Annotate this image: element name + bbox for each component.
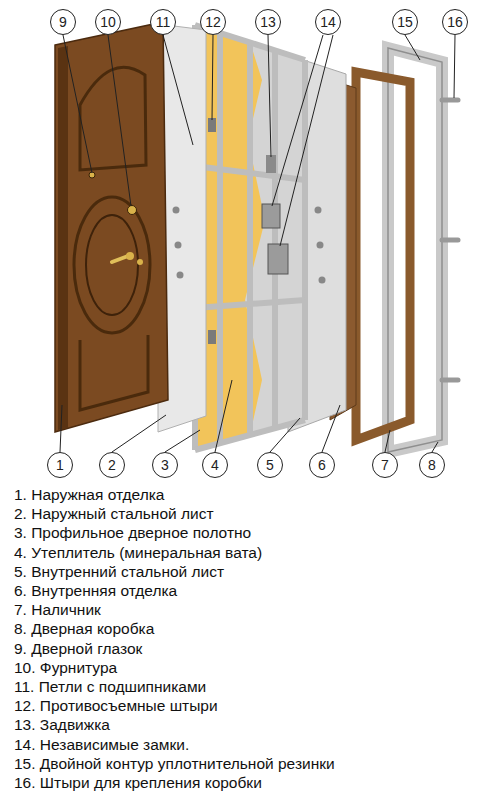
callout-number: 2 bbox=[99, 452, 125, 478]
callout-number: 13 bbox=[255, 9, 281, 35]
callout-text: 10 bbox=[100, 15, 116, 29]
part-label: 14. Независимые замки. bbox=[14, 736, 189, 754]
callout-text: 4 bbox=[211, 458, 219, 472]
lock bbox=[268, 244, 288, 274]
mount-pin bbox=[442, 378, 458, 383]
callout-number: 12 bbox=[200, 9, 226, 35]
callout-text: 9 bbox=[59, 15, 67, 29]
sheet-hole bbox=[315, 207, 322, 214]
part-label: 9. Дверной глазок bbox=[14, 640, 142, 658]
lock bbox=[262, 204, 280, 228]
part-label: 8. Дверная коробка bbox=[14, 620, 154, 638]
trim-frame bbox=[356, 72, 410, 440]
anti-removal-pin bbox=[208, 330, 216, 344]
part-label: 16. Штыри для крепления коробки bbox=[14, 774, 262, 792]
callout-text: 6 bbox=[318, 458, 326, 472]
part-label: 7. Наличник bbox=[14, 601, 101, 619]
callout-number: 6 bbox=[309, 452, 335, 478]
door-panel bbox=[80, 335, 148, 410]
door-panel bbox=[80, 67, 146, 170]
callout-text: 15 bbox=[397, 15, 413, 29]
callout-text: 1 bbox=[56, 458, 64, 472]
keyhole bbox=[137, 259, 143, 265]
callout-number: 5 bbox=[257, 452, 283, 478]
sheet-hole bbox=[175, 242, 182, 249]
callout-number: 3 bbox=[152, 452, 178, 478]
callout-text: 14 bbox=[320, 15, 336, 29]
callout-number: 4 bbox=[202, 452, 228, 478]
profile-sheet bbox=[245, 42, 305, 435]
latch-bolt bbox=[266, 155, 276, 173]
part-label: 2. Наружный стальной лист bbox=[14, 505, 214, 523]
door-panel bbox=[86, 215, 138, 315]
part-label: 11. Петли с подшипниками bbox=[14, 678, 206, 696]
callout-text: 7 bbox=[381, 458, 389, 472]
callout-text: 3 bbox=[161, 458, 169, 472]
part-label: 5. Внутренний стальной лист bbox=[14, 563, 224, 581]
callout-text: 5 bbox=[266, 458, 274, 472]
callout-text: 13 bbox=[260, 15, 276, 29]
keyhole bbox=[128, 206, 137, 215]
outer-finish bbox=[55, 22, 168, 432]
callout-text: 8 bbox=[428, 458, 436, 472]
callout-number: 15 bbox=[392, 9, 418, 35]
callout-number: 11 bbox=[150, 9, 176, 35]
callout-text: 16 bbox=[447, 15, 463, 29]
callout-text: 2 bbox=[108, 458, 116, 472]
leader-lines bbox=[60, 35, 455, 452]
callout-number: 14 bbox=[315, 9, 341, 35]
callout-number: 7 bbox=[372, 452, 398, 478]
sheet-hole bbox=[173, 207, 180, 214]
insulation bbox=[195, 25, 305, 450]
anti-removal-pin bbox=[208, 118, 216, 132]
callout-number: 16 bbox=[442, 9, 468, 35]
callout-number: 9 bbox=[50, 9, 76, 35]
part-label: 10. Фурнитура bbox=[14, 659, 117, 677]
callout-number: 1 bbox=[47, 452, 73, 478]
sheet-hole bbox=[319, 277, 326, 284]
part-label: 12. Противосъемные штыри bbox=[14, 697, 218, 715]
part-label: 4. Утеплитель (минеральная вата) bbox=[14, 544, 262, 562]
part-label: 3. Профильное дверное полотно bbox=[14, 524, 251, 542]
callout-text: 12 bbox=[205, 15, 221, 29]
profile-bars bbox=[195, 25, 305, 450]
handle bbox=[112, 256, 128, 262]
mount-pin bbox=[442, 238, 458, 243]
part-label: 15. Двойной контур уплотнительной резинк… bbox=[14, 755, 335, 773]
frame-seal bbox=[388, 48, 442, 452]
sheet-hole bbox=[317, 242, 324, 249]
door-edge bbox=[58, 46, 68, 430]
handle-rose bbox=[126, 252, 134, 260]
door-frame bbox=[388, 48, 442, 452]
door-panel bbox=[74, 197, 150, 333]
part-label: 1. Наружная отделка bbox=[14, 486, 164, 504]
mount-pin bbox=[442, 98, 458, 103]
callout-number: 8 bbox=[419, 452, 445, 478]
part-label: 13. Задвижка bbox=[14, 716, 110, 734]
part-label: 6. Внутренняя отделка bbox=[14, 582, 177, 600]
callout-number: 10 bbox=[95, 9, 121, 35]
sheet-hole bbox=[177, 272, 184, 279]
callout-text: 11 bbox=[156, 15, 171, 29]
